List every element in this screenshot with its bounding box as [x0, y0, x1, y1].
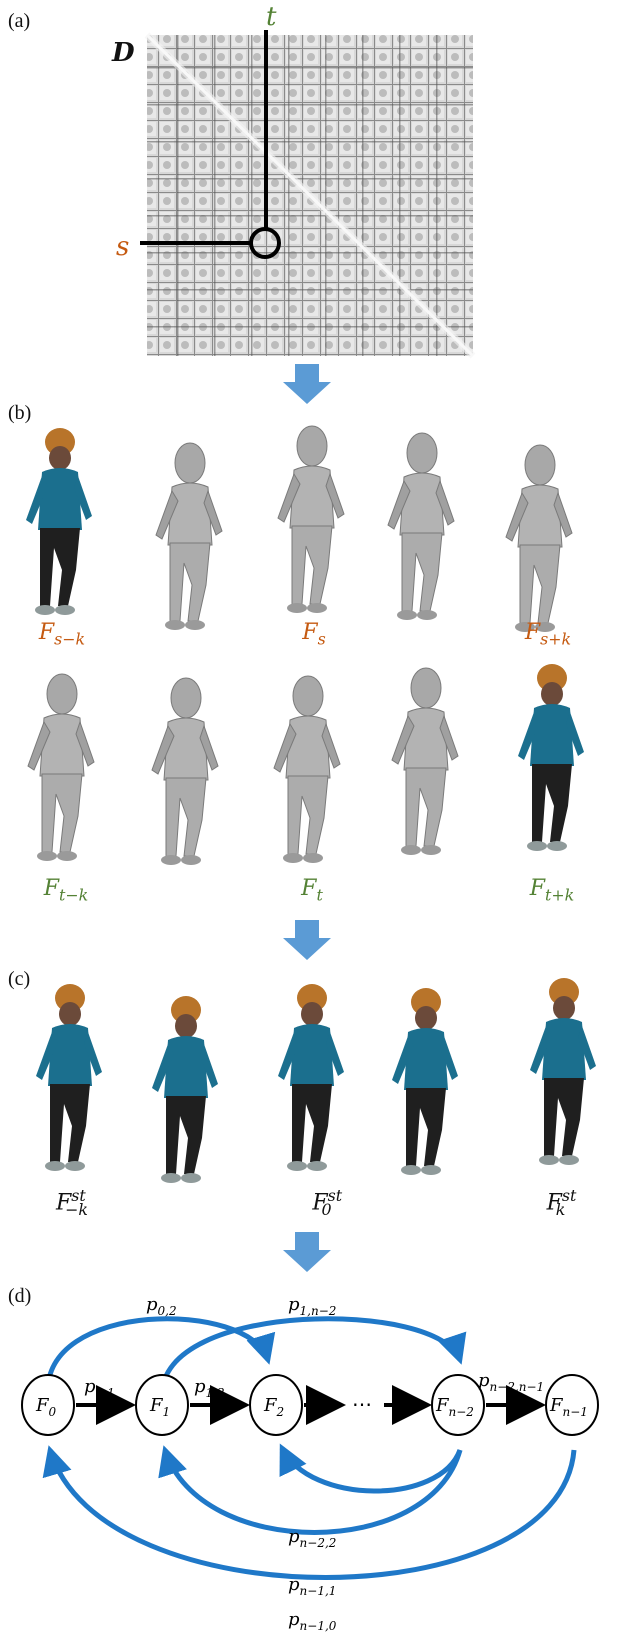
panel-label-a: (a) [8, 10, 30, 33]
label-F-t: Ft [252, 876, 372, 905]
figure-st-1 [146, 988, 236, 1188]
figure-st-2 [380, 980, 480, 1185]
edge-p-n2-2 [282, 1448, 460, 1491]
figure-t-mesh-2 [380, 660, 480, 865]
edge-label-p12: p1,2 [194, 1376, 225, 1400]
edge-label-p01: p0,1 [84, 1376, 115, 1400]
motion-graph: F0 F1 F2 Fn−2 Fn−1 ⋯ p0,1 p1,2 p0,2 p1,n… [0, 1280, 634, 1639]
edge-label-p02: p0,2 [146, 1294, 177, 1318]
figure-t-mesh-1 [146, 670, 236, 870]
label-F-st-k: Fstk [496, 1186, 616, 1219]
graph-ellipsis: ⋯ [352, 1392, 372, 1416]
edge-p-n1-0 [50, 1450, 574, 1578]
figure-s [272, 418, 362, 618]
figure-t [268, 668, 358, 873]
edge-p-n1-1 [165, 1450, 460, 1533]
label-F-st-0: Fst0 [262, 1186, 382, 1219]
figure-st-0 [272, 976, 362, 1181]
down-arrow-2 [282, 920, 332, 962]
panel-label-c: (c) [8, 968, 30, 991]
figure-s-minus-k [20, 420, 110, 620]
matrix-row-label: s [116, 232, 129, 262]
matrix-name-label: D [112, 38, 135, 68]
edge-label-p1n2: p1,n−2 [288, 1294, 336, 1318]
figure-s-plus-k [494, 437, 594, 637]
label-F-t-plus-k: Ft+k [492, 876, 612, 905]
matrix-col-label: t [266, 2, 276, 32]
distance-matrix [140, 30, 480, 370]
label-F-s-minus-k: Fs−k [2, 620, 122, 649]
down-arrow-1 [282, 364, 332, 406]
figure-st-minus-k [30, 976, 120, 1181]
label-F-st-minus-k: Fst−k [12, 1186, 132, 1219]
edge-p-1-n2 [162, 1319, 460, 1396]
figure-s-mesh-2 [376, 425, 476, 625]
label-F-t-minus-k: Ft−k [6, 876, 126, 905]
figure-s-mesh-1 [150, 435, 240, 635]
edge-label-pn10: pn−1,0 [288, 1609, 337, 1633]
figure-t-minus-k [22, 666, 112, 871]
label-F-s-plus-k: Fs+k [488, 620, 608, 649]
label-F-s: Fs [254, 620, 374, 649]
figure-st-k [524, 970, 614, 1175]
figure-t-plus-k [512, 656, 602, 861]
edge-label-pn2n1: pn−2,n−1 [478, 1370, 544, 1394]
down-arrow-3 [282, 1232, 332, 1274]
